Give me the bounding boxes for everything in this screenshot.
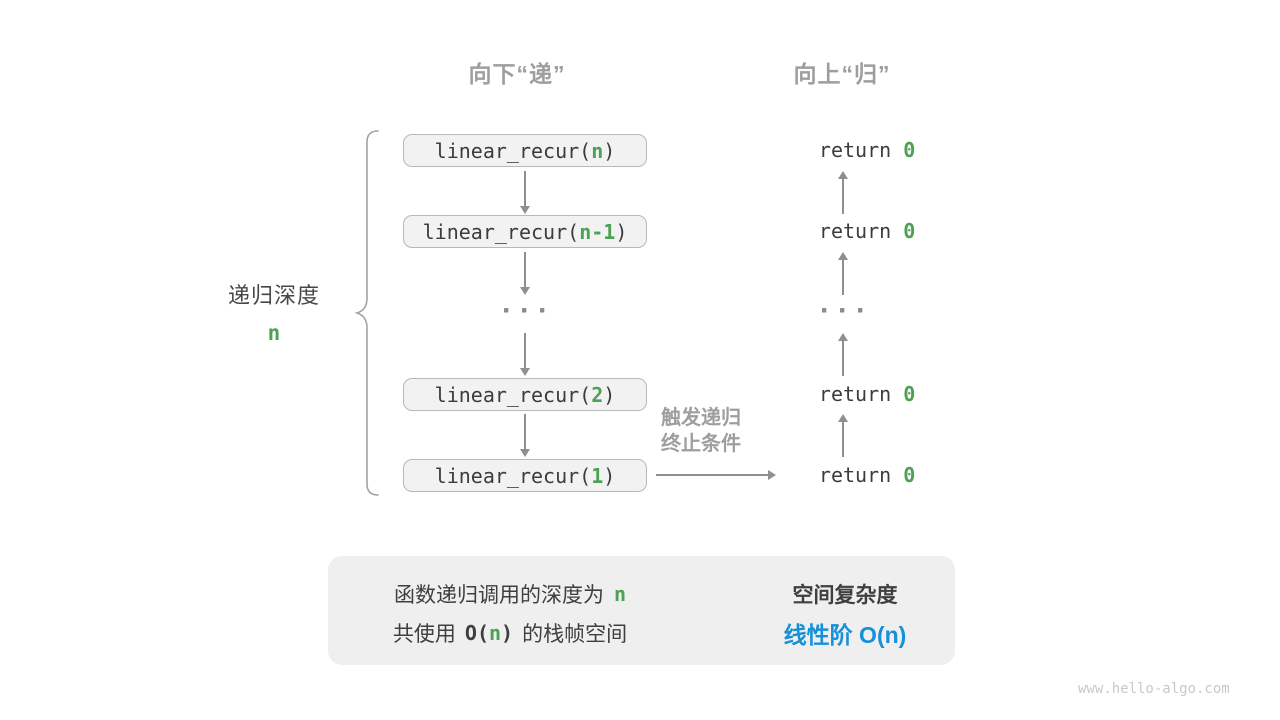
return-statement: return 0	[771, 358, 916, 430]
call-box-1: linear_recur(1)	[403, 459, 647, 492]
return-text: return	[818, 382, 904, 406]
code-arg: 2	[591, 382, 604, 407]
return-value: 0	[903, 138, 916, 162]
summary-left-block: 函数递归调用的深度为 n 共使用 O(n) 的栈帧空间	[393, 579, 627, 648]
code-text: linear_recur(	[422, 219, 580, 244]
trigger-line1: 触发递归	[661, 407, 741, 429]
call-box-2: linear_recur(2)	[403, 378, 647, 411]
header-ascend: 向上“归”	[793, 61, 891, 87]
trigger-condition-label: 触发递归 终止条件	[661, 405, 741, 457]
code-text: linear_recur(	[434, 382, 592, 407]
big-o-close: )	[501, 621, 514, 645]
return-value: 0	[903, 219, 916, 243]
code-text: )	[603, 138, 616, 163]
summary-text: 共使用	[392, 623, 456, 646]
summary-var-n: n	[613, 582, 627, 606]
space-complexity-title: 空间复杂度	[792, 584, 898, 607]
summary-right-block: 空间复杂度 线性阶 O(n)	[784, 579, 907, 650]
code-arg: 1	[591, 463, 604, 488]
space-complexity-value: 线性阶 O(n)	[783, 622, 907, 648]
code-text: )	[603, 463, 616, 488]
summary-var-n: n	[489, 621, 502, 645]
arrow-up-icon	[838, 171, 848, 214]
arrow-right-icon	[656, 470, 776, 480]
code-text: )	[603, 382, 616, 407]
arrow-up-icon	[838, 414, 848, 457]
arrow-up-icon	[838, 333, 848, 376]
return-statement: return 0	[771, 195, 916, 267]
watermark: www.hello-algo.com	[1078, 681, 1230, 697]
summary-text: 函数递归调用的深度为	[393, 584, 604, 607]
return-text: return	[818, 138, 904, 162]
return-text: return	[818, 463, 904, 487]
code-text: linear_recur(	[434, 463, 592, 488]
code-arg: n-1	[579, 219, 616, 244]
summary-panel: 函数递归调用的深度为 n 共使用 O(n) 的栈帧空间 空间复杂度 线性阶 O(…	[328, 556, 955, 665]
arrow-down-icon	[520, 252, 530, 295]
descend-ellipsis: ···	[502, 294, 556, 327]
trigger-line2: 终止条件	[661, 433, 741, 455]
arrow-down-icon	[520, 414, 530, 457]
arrow-down-icon	[520, 171, 530, 214]
summary-line-2: 共使用 O(n) 的栈帧空间	[393, 618, 627, 648]
code-text: linear_recur(	[434, 138, 592, 163]
recursion-depth-label: 递归深度	[227, 283, 321, 308]
return-value: 0	[903, 382, 916, 406]
big-o-open: O(	[464, 621, 489, 645]
arrow-up-icon	[838, 252, 848, 295]
code-text: )	[615, 219, 628, 244]
call-box-n: linear_recur(n)	[403, 134, 647, 167]
return-value: 0	[903, 463, 916, 487]
return-statement: return 0	[771, 114, 916, 186]
header-descend: 向下“递”	[468, 61, 566, 87]
code-arg: n	[591, 138, 604, 163]
curly-brace-icon	[354, 130, 379, 496]
summary-line-1: 函数递归调用的深度为 n	[393, 579, 627, 609]
return-text: return	[818, 219, 904, 243]
recursion-depth-value: n	[267, 321, 281, 345]
ascend-ellipsis: ···	[820, 294, 874, 327]
arrow-down-icon	[520, 333, 530, 376]
return-statement: return 0	[771, 439, 916, 511]
summary-text: 的栈帧空间	[522, 623, 628, 646]
call-box-n-1: linear_recur(n-1)	[403, 215, 647, 248]
